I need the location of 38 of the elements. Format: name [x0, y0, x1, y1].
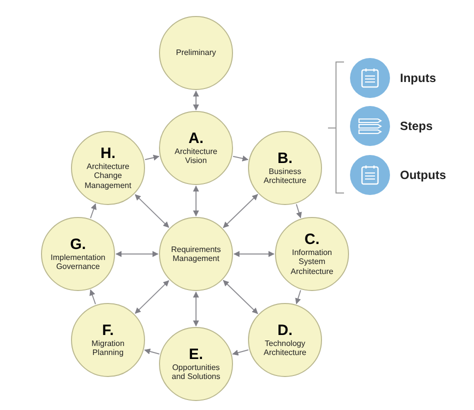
arrow: [193, 292, 199, 326]
arrow: [144, 348, 160, 354]
phase-letter: G.: [70, 236, 86, 252]
phase-name: Technology Architecture: [262, 338, 308, 358]
arrow: [90, 203, 96, 219]
arrow: [222, 194, 258, 228]
phase-name: Implementation Governance: [50, 252, 106, 272]
phase-letter: F.: [102, 322, 114, 338]
phase-letter: B.: [278, 150, 292, 166]
phase-letter: H.: [100, 146, 116, 162]
phase-name: Migration Planning: [90, 338, 126, 358]
phase-letter: C.: [304, 232, 320, 248]
arrow: [232, 349, 249, 356]
phase-name: Opportunities and Solutions: [170, 362, 222, 382]
arrow: [144, 154, 160, 161]
arrow: [295, 290, 302, 304]
phase-name: Architecture Change Management: [84, 162, 132, 190]
phase-name: Information System Architecture: [290, 248, 334, 276]
legend-label: Outputs: [400, 167, 446, 184]
arrow: [134, 280, 170, 314]
phase-letter: E.: [188, 346, 204, 362]
legend-label: Inputs: [400, 70, 436, 87]
phase-letter: A.: [188, 130, 204, 146]
arrow: [222, 280, 258, 314]
arrow: [234, 251, 274, 257]
phase-letter: D.: [278, 322, 292, 338]
arrow: [193, 186, 199, 216]
phase-name: Business Architecture: [262, 166, 308, 186]
phase-name: Preliminary: [174, 48, 217, 58]
legend-label: Steps: [400, 118, 433, 135]
arrow: [296, 204, 302, 218]
arrow: [232, 156, 248, 162]
phase-name: Requirements Management: [170, 244, 222, 264]
arrow: [90, 289, 96, 305]
arrow: [134, 194, 170, 228]
arrow: [193, 90, 199, 110]
arrow: [116, 251, 158, 257]
phase-name: Architecture Vision: [174, 146, 218, 166]
